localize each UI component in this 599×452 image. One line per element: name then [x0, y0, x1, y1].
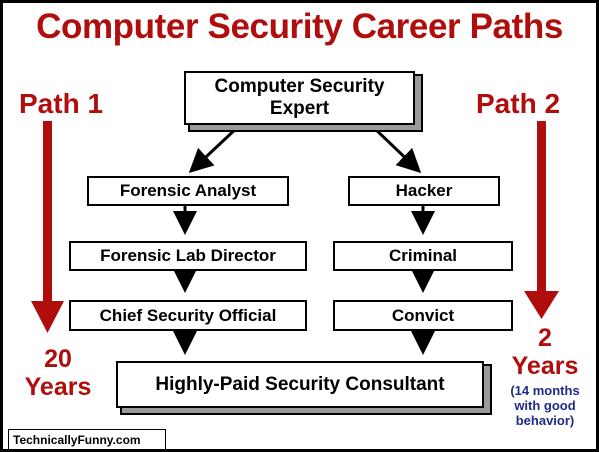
path1-duration-unit: Years — [24, 373, 92, 401]
path1-duration: 20 Years — [17, 345, 99, 401]
node-highly-paid-consultant: Highly-Paid Security Consultant — [116, 361, 484, 408]
node-criminal: Criminal — [333, 241, 513, 271]
page-title: Computer Security Career Paths — [36, 7, 563, 46]
path1-label: Path 1 — [19, 88, 104, 119]
node-hacker: Hacker — [348, 176, 500, 206]
path1-duration-value: 20 — [44, 345, 72, 373]
node-chief-security-official: Chief Security Official — [69, 300, 307, 331]
watermark-credit: TechnicallyFunny.com — [8, 429, 166, 449]
path2-note-line1: (14 months — [510, 383, 580, 398]
path2-note-line3: behavior) — [515, 413, 575, 428]
path2-note-line2: with good — [514, 398, 576, 413]
path2-label: Path 2 — [476, 88, 561, 119]
path2-duration: 2 Years — [499, 324, 591, 380]
node-security-expert: Computer Security Expert — [184, 71, 415, 125]
node-convict: Convict — [333, 300, 513, 331]
path2-duration-value: 2 — [538, 324, 552, 352]
path2-duration-unit: Years — [511, 352, 579, 380]
connector-arrows — [31, 121, 559, 355]
node-forensic-analyst: Forensic Analyst — [87, 176, 289, 206]
node-forensic-lab-director: Forensic Lab Director — [69, 241, 307, 271]
arrow-expert-to-hacker — [369, 123, 422, 174]
path1-timeline-arrow — [31, 121, 64, 333]
arrow-expert-to-forensic — [188, 123, 242, 174]
path2-timeline-arrow — [524, 121, 559, 319]
path2-note: (14 months with good behavior) — [499, 383, 591, 428]
